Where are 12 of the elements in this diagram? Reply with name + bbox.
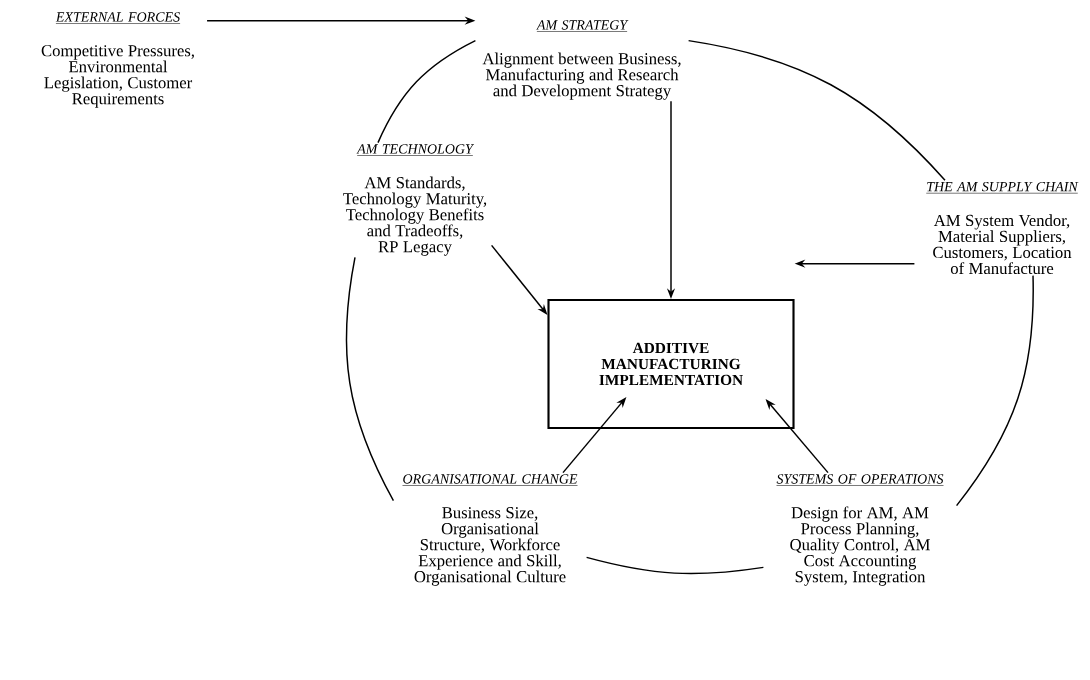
connector-arc	[955, 274, 1034, 507]
text-block: ORGANISATIONAL CHANGE Business Size, Organisational Structure, Workforce Experience and Skill, Organisational Culture	[402, 474, 578, 586]
text-block: SYSTEMS OF OPERATIONS Design for AM, AM Process Planning, Quality Control, AM Cost Accounting System, Integration	[776, 474, 944, 586]
connector-arc	[687, 39, 946, 182]
text-block: AM STRATEGY Alignment between Business, Manufacturing and Research and Development Strategy	[482, 20, 681, 100]
text-block: THE AM SUPPLY CHAIN AM System Vendor, Material Suppliers, Customers, Location of Manufacture	[926, 181, 1079, 275]
text-block: AM TECHNOLOGY AM Standards, Technology Maturity, Technology Benefits and Tradeoffs, RP Legacy	[343, 144, 487, 256]
process-box: ADDITIVE MANUFACTURING IMPLEMENTATION	[547, 298, 795, 430]
text-block: EXTERNAL FORCES Competitive Pressures, Environmental Legislation, Customer Requirements	[41, 12, 194, 108]
connector-arc	[585, 556, 765, 575]
connector-arc	[345, 256, 395, 502]
connector-arc	[377, 39, 477, 144]
